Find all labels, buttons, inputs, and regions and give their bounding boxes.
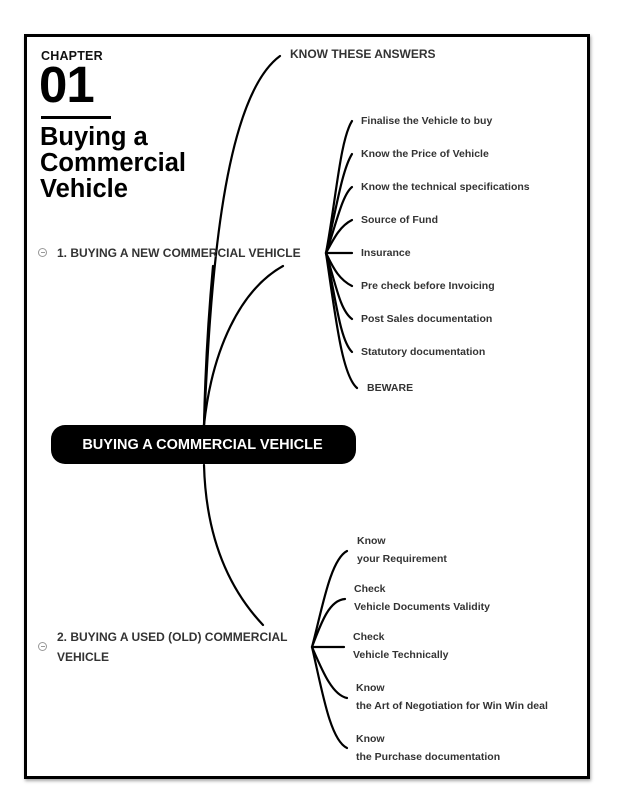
leaf-node[interactable]: Finalise the Vehicle to buy: [361, 115, 493, 127]
node-know-these-answers[interactable]: KNOW THESE ANSWERS: [290, 47, 436, 61]
link-new-child-2: [324, 152, 354, 255]
minus-circle-icon[interactable]: [38, 248, 47, 257]
link-root-to-branch-new-b: [202, 264, 285, 427]
leaf-node[interactable]: Insurance: [361, 247, 411, 259]
leaf-node[interactable]: Know the technical specifications: [361, 181, 530, 193]
leaf-node[interactable]: Know the Art of Negotiation for Win Win …: [356, 680, 596, 715]
leaf-line-1: Check: [353, 631, 385, 643]
leaf-node[interactable]: Check Vehicle Documents Validity: [354, 581, 594, 616]
leaf-line-1: Know: [356, 682, 385, 694]
leaf-node-beware[interactable]: BEWARE: [367, 382, 414, 394]
link-used-child-2: [310, 597, 347, 649]
minus-circle-icon[interactable]: [38, 642, 47, 651]
leaf-node[interactable]: Post Sales documentation: [361, 313, 493, 325]
link-new-child-9: [324, 251, 359, 390]
leaf-line-2: your Requirement: [357, 552, 447, 565]
root-node[interactable]: BUYING A COMMERCIAL VEHICLE: [51, 425, 356, 464]
leaf-node[interactable]: Check Vehicle Technically: [353, 629, 593, 664]
chapter-label: CHAPTER: [41, 49, 103, 63]
link-root-to-branch-used: [202, 463, 265, 627]
leaf-line-1: Know: [357, 535, 386, 547]
leaf-line-2: the Art of Negotiation for Win Win deal: [356, 699, 548, 712]
page-frame: [24, 34, 590, 779]
chapter-number: 01: [39, 56, 95, 113]
leaf-node[interactable]: Know the Purchase documentation: [356, 731, 596, 766]
chapter-title: Buying a Commercial Vehicle: [40, 123, 186, 203]
leaf-line-1: Check: [354, 583, 386, 595]
link-used-child-1: [310, 549, 349, 649]
chapter-divider: [41, 116, 111, 119]
leaf-node[interactable]: Source of Fund: [361, 214, 438, 226]
link-used-child-4: [310, 645, 349, 700]
link-root-to-know-these-answers: [202, 54, 282, 427]
link-used-child-5: [310, 645, 349, 750]
leaf-line-2: Vehicle Technically: [353, 648, 449, 661]
root-node-label: BUYING A COMMERCIAL VEHICLE: [82, 436, 323, 453]
leaf-line-2: the Purchase documentation: [356, 750, 501, 763]
link-root-to-branch-new-a: [202, 264, 215, 427]
leaf-node[interactable]: Know the Price of Vehicle: [361, 148, 489, 160]
leaf-node[interactable]: Statutory documentation: [361, 346, 486, 358]
leaf-node[interactable]: Pre check before Invoicing: [361, 280, 495, 292]
branch-buying-used[interactable]: 2. BUYING A USED (OLD) COMMERCIAL VEHICL…: [57, 630, 288, 664]
leaf-node[interactable]: Know your Requirement: [357, 533, 597, 568]
link-new-child-3: [324, 185, 354, 255]
leaf-line-1: Know: [356, 733, 385, 745]
branch-buying-new[interactable]: 1. BUYING A NEW COMMERCIAL VEHICLE: [57, 246, 301, 260]
link-new-child-4: [324, 218, 354, 255]
leaf-line-2: Vehicle Documents Validity: [354, 600, 490, 613]
